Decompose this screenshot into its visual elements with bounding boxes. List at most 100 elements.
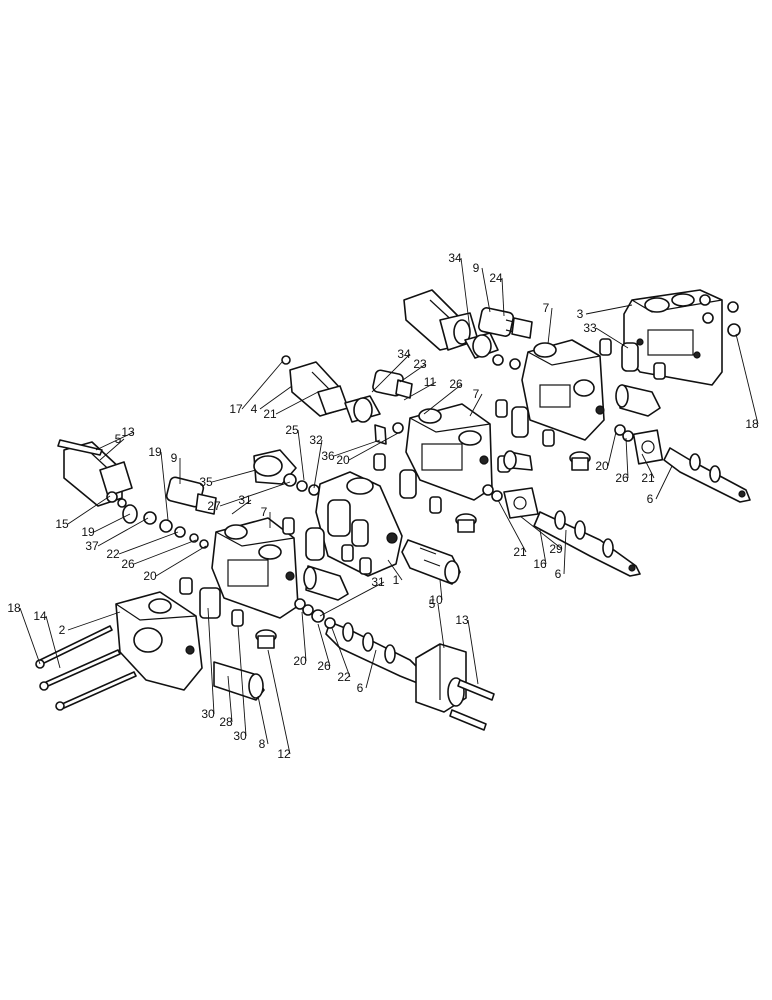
spring-cap-part-9-left <box>165 476 217 515</box>
callout-label-19: 19 <box>148 445 162 459</box>
callout-label-10: 10 <box>429 593 443 607</box>
leader-line-1 <box>387 559 403 581</box>
leader-line-18 <box>19 607 41 665</box>
callout-label-1: 1 <box>393 573 400 587</box>
valve-section-part-7-upper <box>521 339 605 441</box>
leader-line-14 <box>45 615 61 669</box>
plug-fitting-upper <box>569 451 591 471</box>
callout-label-24: 24 <box>489 271 503 285</box>
seal-rings-lower <box>294 598 336 629</box>
callout-label-11: 11 <box>424 375 437 389</box>
valve-section-part-7-middle <box>405 403 493 501</box>
callout-label-7: 7 <box>473 387 480 401</box>
callout-label-4: 4 <box>251 402 258 416</box>
nut-set-part-18 <box>699 294 741 337</box>
callout-label-31: 31 <box>371 575 385 589</box>
check-plunger-part-28 <box>213 661 265 701</box>
end-cap-part-5-left <box>57 439 133 507</box>
check-valve-middle <box>503 450 533 471</box>
leader-line-31 <box>319 581 385 617</box>
callout-label-18: 18 <box>745 417 759 431</box>
detent-body-part-34 <box>464 332 499 359</box>
leader-line-22 <box>118 531 179 555</box>
callout-label-30: 30 <box>201 707 215 721</box>
relief-valve-lower <box>303 565 349 601</box>
leader-line-35 <box>211 469 257 483</box>
leader-line-26 <box>423 383 463 415</box>
callout-label-20: 20 <box>293 654 307 668</box>
leader-line-20 <box>155 545 207 577</box>
callout-label-16: 16 <box>533 557 547 571</box>
leader-line-15 <box>67 495 111 525</box>
nuts-part-18-left <box>35 659 65 711</box>
spool-part-6-upper <box>663 447 751 503</box>
callout-label-25: 25 <box>285 423 299 437</box>
leader-line-21 <box>641 453 655 479</box>
callout-label-23: 23 <box>413 357 427 371</box>
leader-line-13 <box>95 431 135 451</box>
callout-label-20: 20 <box>336 453 350 467</box>
seal-plate-upper-right <box>614 424 664 465</box>
relief-valve-part-10 <box>401 539 461 585</box>
callout-label-27: 27 <box>207 499 221 513</box>
callout-label-20: 20 <box>595 459 609 473</box>
leader-line-3 <box>585 304 633 315</box>
callout-label-19: 19 <box>81 525 95 539</box>
leader-line-33 <box>595 327 629 349</box>
leader-line-31 <box>231 499 252 515</box>
plug-fitting-part-12 <box>255 629 277 649</box>
callout-label-21: 21 <box>641 471 655 485</box>
gasket-set-lower <box>179 517 354 627</box>
seal-rings-left <box>106 491 209 549</box>
callout-label-6: 6 <box>555 567 562 581</box>
inlet-body-part-1 <box>315 471 403 577</box>
callout-label-6: 6 <box>647 492 654 506</box>
valve-section-part-7-lower <box>211 517 299 619</box>
callout-label-12: 12 <box>277 747 291 761</box>
leader-line-8 <box>257 695 269 745</box>
callout-label-34: 34 <box>448 251 462 265</box>
callout-label-14: 14 <box>33 609 47 623</box>
leader-line-19 <box>93 513 131 533</box>
callout-label-8: 8 <box>259 737 266 751</box>
callout-label-26: 26 <box>317 659 331 673</box>
leader-line-6 <box>365 649 377 689</box>
callout-label-21: 21 <box>513 545 527 559</box>
callout-label-7: 7 <box>543 301 550 315</box>
leader-line-30 <box>237 625 247 737</box>
leader-line-12 <box>267 649 291 755</box>
callout-label-29: 29 <box>549 542 563 556</box>
callout-label-18: 18 <box>7 601 21 615</box>
callout-label-33: 33 <box>583 321 597 335</box>
leader-line-6 <box>655 465 673 500</box>
callout-label-5: 5 <box>115 432 122 446</box>
callout-label-13: 13 <box>121 425 135 439</box>
leader-line-20 <box>607 431 617 467</box>
callout-label-15: 15 <box>55 517 69 531</box>
leader-line-28 <box>227 675 233 723</box>
callout-label-26: 26 <box>449 377 463 391</box>
callout-label-28: 28 <box>219 715 233 729</box>
callout-label-26: 26 <box>121 557 135 571</box>
spring-cap-part-9-upper <box>477 307 533 370</box>
leader-line-32 <box>313 439 323 489</box>
callout-label-36: 36 <box>321 449 335 463</box>
spring-cap-part-23 <box>372 369 413 445</box>
outlet-body-part-2 <box>115 591 203 691</box>
leader-lines <box>19 257 759 755</box>
callout-label-32: 32 <box>309 433 323 447</box>
callout-label-20: 20 <box>143 569 157 583</box>
callout-label-5: 5 <box>429 597 436 611</box>
leader-line-22 <box>331 627 351 678</box>
leader-line-36 <box>333 439 381 457</box>
leader-line-37 <box>97 517 149 547</box>
leader-line-16 <box>539 529 547 565</box>
spool-part-6-middle <box>533 510 641 577</box>
relief-valve-upper <box>615 384 661 417</box>
bolts-part-13-lower <box>449 679 495 731</box>
leader-line-27 <box>219 481 291 507</box>
leader-line-11 <box>403 381 437 401</box>
end-cap-part-4-middle <box>281 355 349 417</box>
